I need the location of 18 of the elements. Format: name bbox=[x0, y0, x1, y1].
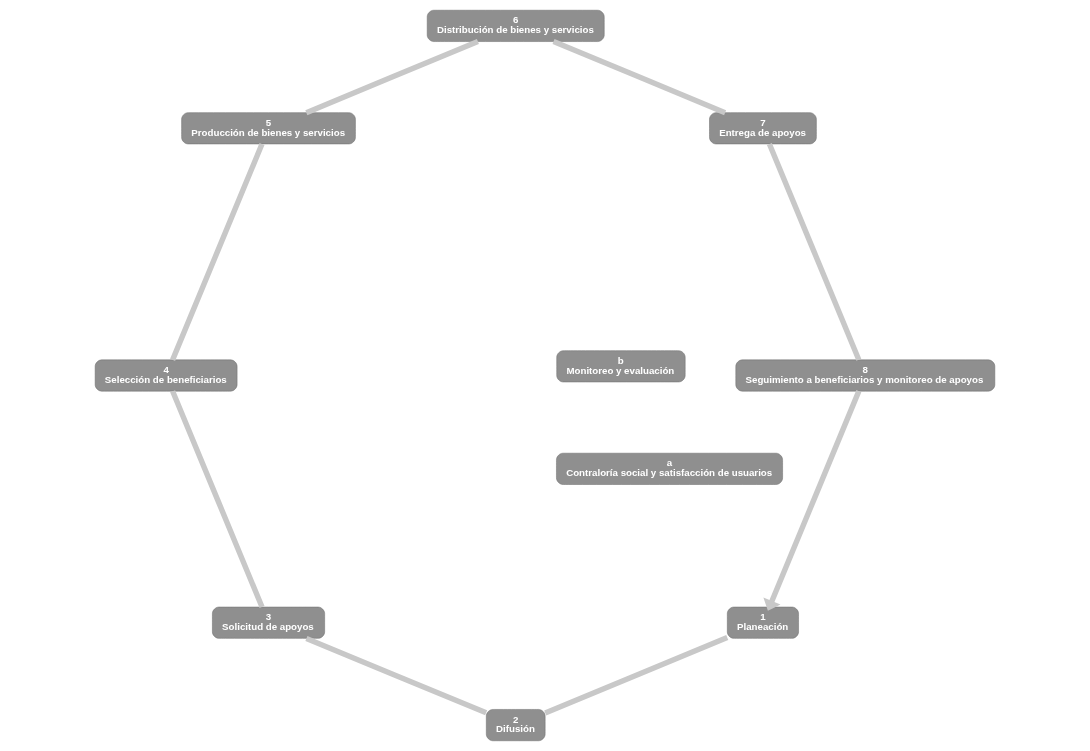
connector bbox=[552, 39, 727, 116]
node-box: 4 Selección de beneficiarios bbox=[94, 359, 238, 392]
node-box: 3 Solicitud de apoyos bbox=[212, 606, 325, 639]
node-box: 2 Difusión bbox=[486, 709, 546, 741]
connector bbox=[544, 635, 729, 716]
node-box: 6 Distribución de bienes y servicios bbox=[426, 10, 605, 42]
node-box: a Contraloría social y satisfacción de usuarios bbox=[556, 452, 783, 485]
node-box: 1 Planeación bbox=[727, 606, 799, 639]
connector bbox=[305, 39, 479, 116]
node-box: 5 Producción de bienes y servicios bbox=[181, 112, 356, 145]
connector bbox=[305, 635, 488, 716]
connector bbox=[170, 143, 265, 361]
node-box: 7 Entrega de apoyos bbox=[709, 112, 817, 145]
node-box: 8 Seguimiento a beneficiarios y monitoreo de apoyos bbox=[735, 359, 996, 392]
node-box: b Monitoreo y evaluación bbox=[556, 350, 686, 383]
connector bbox=[170, 390, 265, 609]
connector bbox=[766, 142, 862, 361]
arrow bbox=[763, 390, 862, 611]
